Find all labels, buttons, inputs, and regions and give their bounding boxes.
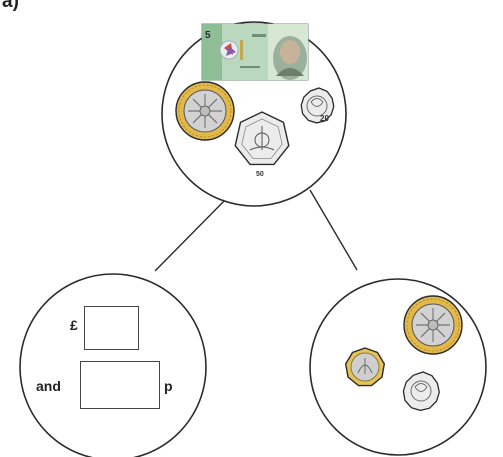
pence-answer-box[interactable] <box>80 361 160 409</box>
two-pound-coin-right <box>403 295 463 355</box>
twenty-pence-coin-right <box>402 371 440 412</box>
fifty-pence-value-mark: 50 <box>256 171 264 178</box>
two-pound-coin <box>175 81 235 141</box>
twenty-pence-value-mark: 20 <box>320 114 329 123</box>
note-value-mark: 5 <box>205 30 211 41</box>
fifty-pence-coin: 50 <box>234 111 290 178</box>
connector-line-right <box>309 189 358 271</box>
one-pound-coin <box>344 347 386 387</box>
connector-line-left <box>154 195 230 272</box>
part-circle-right <box>309 278 487 456</box>
question-label: a) <box>2 0 19 12</box>
pence-label: p <box>164 378 173 394</box>
five-pound-note: 5 <box>201 23 309 81</box>
and-label: and <box>36 378 61 394</box>
pounds-answer-box[interactable] <box>84 306 139 350</box>
twenty-pence-coin: 20 <box>300 87 335 124</box>
pounds-label: £ <box>70 317 78 333</box>
